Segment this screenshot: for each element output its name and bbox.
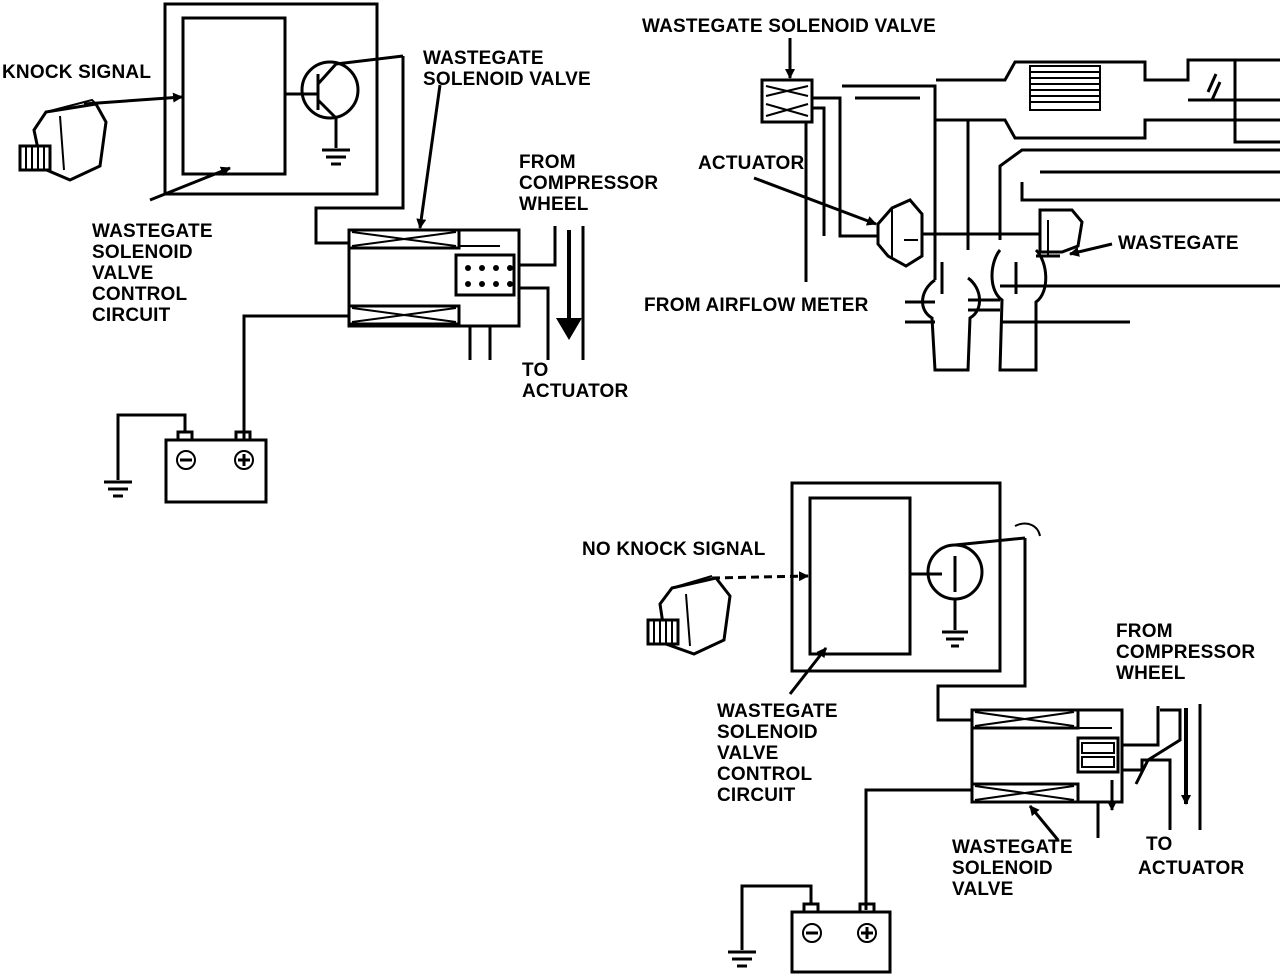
control-unit-inner-box <box>181 16 287 176</box>
nk-control-circuit-line2: SOLENOID <box>717 722 818 743</box>
solenoid-valve <box>347 228 521 328</box>
control-circuit-line2: SOLENOID <box>92 242 193 263</box>
nk-from-compressor-line2: COMPRESSOR <box>1116 642 1255 663</box>
nk-ground-symbol <box>942 630 968 648</box>
knock-sensor <box>18 98 108 182</box>
nk-solenoid-valve <box>970 708 1124 804</box>
battery <box>164 430 268 504</box>
from-compressor-line3: WHEEL <box>519 194 589 215</box>
engine-solenoid-valve <box>760 78 814 124</box>
knock-signal-label: KNOCK SIGNAL <box>2 62 151 83</box>
valve-label-line1: WASTEGATE <box>423 48 544 69</box>
to-actuator-line2: ACTUATOR <box>522 381 629 402</box>
transistor-symbol <box>285 54 404 148</box>
control-circuit-line4: CONTROL <box>92 284 188 305</box>
nk-from-compressor-line1: FROM <box>1116 621 1173 642</box>
nk-to-actuator-line1: TO <box>1146 834 1172 855</box>
engine-valve-label: WASTEGATE SOLENOID VALVE <box>642 16 936 37</box>
engine-airflow-label: FROM AIRFLOW METER <box>644 295 869 316</box>
control-circuit-line5: CIRCUIT <box>92 305 171 326</box>
nk-valve-label-line3: VALVE <box>952 879 1014 900</box>
no-knock-panel: NO KNOCK SIGNAL WASTEGATE SOLENOID VALVE… <box>582 481 1255 974</box>
control-circuit-line1: WASTEGATE <box>92 221 213 242</box>
nk-to-actuator-line2: ACTUATOR <box>1138 858 1245 879</box>
nk-control-circuit-line4: CONTROL <box>717 764 813 785</box>
nk-valve-label-line2: SOLENOID <box>952 858 1053 879</box>
nk-control-circuit-line1: WASTEGATE <box>717 701 838 722</box>
to-actuator-line1: TO <box>522 360 548 381</box>
nk-valve-label-line1: WASTEGATE <box>952 837 1073 858</box>
nk-control-circuit-line5: CIRCUIT <box>717 785 796 806</box>
from-compressor-line2: COMPRESSOR <box>519 173 658 194</box>
nk-control-unit-inner-box <box>808 496 912 656</box>
nk-control-circuit-line3: VALVE <box>717 743 779 764</box>
valve-label-line2: SOLENOID VALVE <box>423 69 591 90</box>
nk-from-compressor-line3: WHEEL <box>1116 663 1186 684</box>
nk-transistor-symbol <box>910 522 1041 630</box>
intercooler <box>1029 65 1101 111</box>
engine-actuator-label: ACTUATOR <box>698 153 805 174</box>
control-circuit-line3: VALVE <box>92 263 154 284</box>
battery-ground-symbol <box>104 480 132 498</box>
ground-symbol <box>322 148 350 166</box>
nk-knock-sensor <box>646 575 732 656</box>
nk-battery <box>790 902 892 974</box>
nk-battery-ground-symbol <box>728 950 756 968</box>
nk-control-unit-box <box>790 481 1002 673</box>
turbocharger <box>921 248 1048 372</box>
control-unit-box <box>163 2 379 196</box>
from-compressor-line1: FROM <box>519 152 576 173</box>
actuator <box>876 198 924 268</box>
wastegate-valve <box>1036 208 1084 258</box>
engine-panel: WASTEGATE SOLENOID VALVE ACTUATOR WASTEG… <box>642 16 1280 372</box>
no-knock-signal-label: NO KNOCK SIGNAL <box>582 539 766 560</box>
engine-wastegate-label: WASTEGATE <box>1118 233 1239 254</box>
knock-panel: KNOCK SIGNAL WASTEGATE SOLENOID VALVE WA… <box>2 2 658 504</box>
